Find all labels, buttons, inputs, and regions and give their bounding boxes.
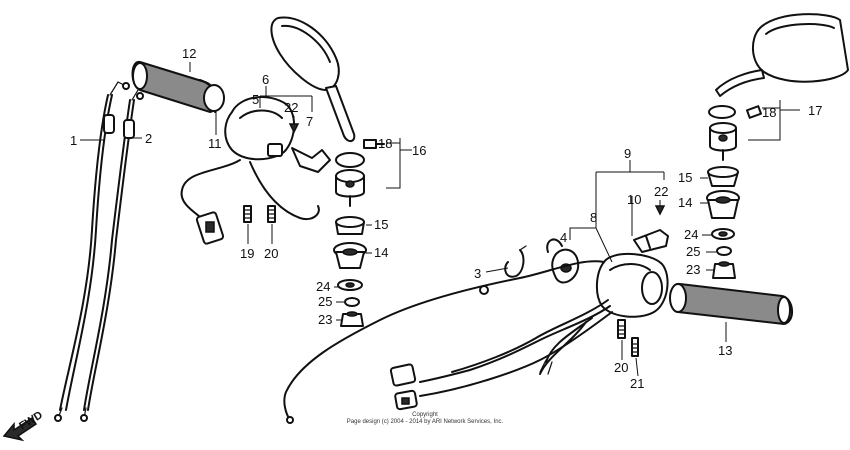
callout-3: 3 (474, 266, 481, 281)
callout-5: 5 (252, 92, 259, 107)
callout-25-right: 25 (686, 244, 700, 259)
fwd-arrow: FWD (2, 409, 45, 442)
callout-8: 8 (590, 210, 597, 225)
callout-23-right: 23 (686, 262, 700, 277)
callout-24-right: 24 (684, 227, 698, 242)
left-mirror (270, 16, 356, 142)
right-mirror-mount-stack (706, 105, 763, 279)
callout-numbers: 1 2 12 11 6 5 22 7 18 16 15 14 24 25 23 … (70, 46, 822, 391)
callout-16: 16 (412, 143, 426, 158)
callout-15-right: 15 (678, 170, 692, 185)
callout-22-left: 22 (284, 100, 298, 115)
callout-25-left: 25 (318, 294, 332, 309)
callout-14-right: 14 (678, 195, 692, 210)
leader-lines (80, 62, 800, 377)
right-grip (669, 283, 793, 326)
callout-24-left: 24 (316, 279, 330, 294)
callout-1: 1 (70, 133, 77, 148)
callout-18-right: 18 (762, 105, 776, 120)
callout-20-right: 20 (614, 360, 628, 375)
left-mirror-mount-stack (333, 139, 385, 327)
right-mirror (715, 13, 849, 97)
clip-arrows (288, 123, 666, 216)
callout-2: 2 (145, 131, 152, 146)
left-grip (131, 61, 225, 114)
callout-17: 17 (808, 103, 822, 118)
left-switch-screws (243, 205, 276, 223)
callout-12: 12 (182, 46, 196, 61)
callout-20-left: 20 (264, 246, 278, 261)
callout-19: 19 (240, 246, 254, 261)
copyright-text: Page design (c) 2004 - 2014 by ARI Netwo… (346, 419, 504, 425)
callout-11: 11 (208, 136, 222, 151)
callout-18-left: 18 (378, 136, 392, 151)
callout-4: 4 (560, 230, 567, 245)
callout-10: 10 (627, 192, 641, 207)
callout-23-left: 23 (318, 312, 332, 327)
copyright-notice: Copyright Page design (c) 2004 - 2014 by… (330, 412, 520, 426)
copyright-heading: Copyright (412, 412, 438, 418)
callout-6: 6 (262, 72, 269, 87)
left-switch-housing (180, 96, 331, 245)
right-wire-harness (389, 299, 613, 411)
callout-9: 9 (624, 146, 631, 161)
callout-7: 7 (306, 114, 313, 129)
fwd-label: FWD (17, 409, 45, 432)
callout-22-right: 22 (654, 184, 668, 199)
throttle-cables (54, 81, 144, 422)
callout-15-left: 15 (374, 217, 388, 232)
callout-14-left: 14 (374, 245, 388, 260)
callout-21: 21 (630, 376, 644, 391)
callout-13: 13 (718, 343, 732, 358)
